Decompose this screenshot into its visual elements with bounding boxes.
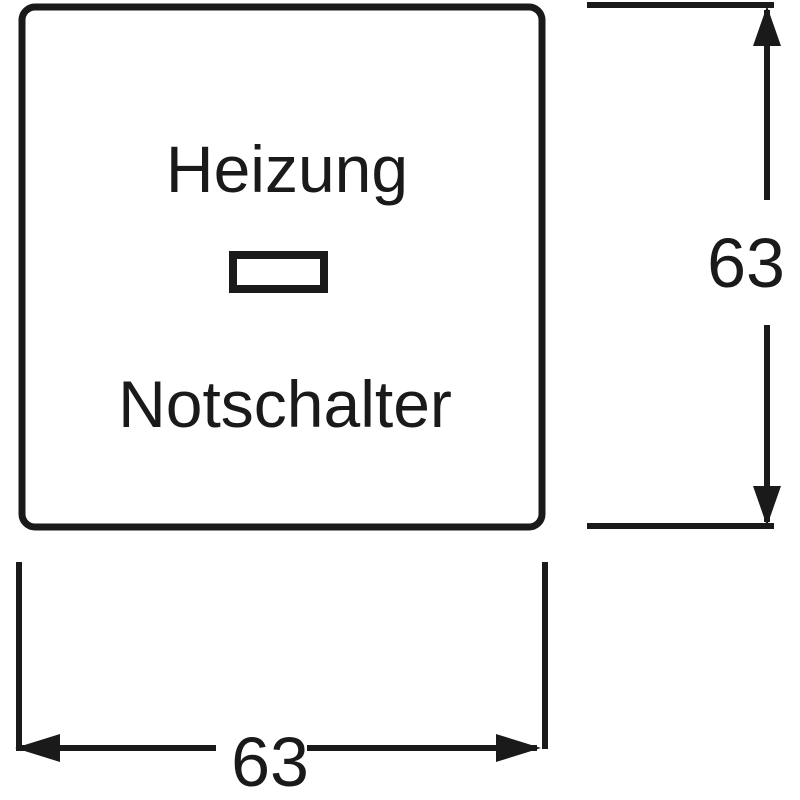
- width-arrow-right: [496, 734, 541, 762]
- width-arrow-left: [15, 734, 60, 762]
- width-dimension-value: 63: [231, 723, 309, 800]
- cover-plate: Heizung Notschalter: [18, 3, 546, 531]
- height-dimension: 63: [587, 2, 785, 529]
- height-arrow-up: [753, 6, 781, 46]
- height-dimension-value: 63: [707, 224, 785, 302]
- plate-label-emergency-switch: Notschalter: [118, 367, 452, 441]
- width-dimension: 63: [15, 562, 548, 800]
- plate-outline: [18, 3, 546, 531]
- plate-label-heating: Heizung: [166, 132, 408, 206]
- indicator-window: [229, 251, 328, 293]
- height-arrow-down: [753, 486, 781, 526]
